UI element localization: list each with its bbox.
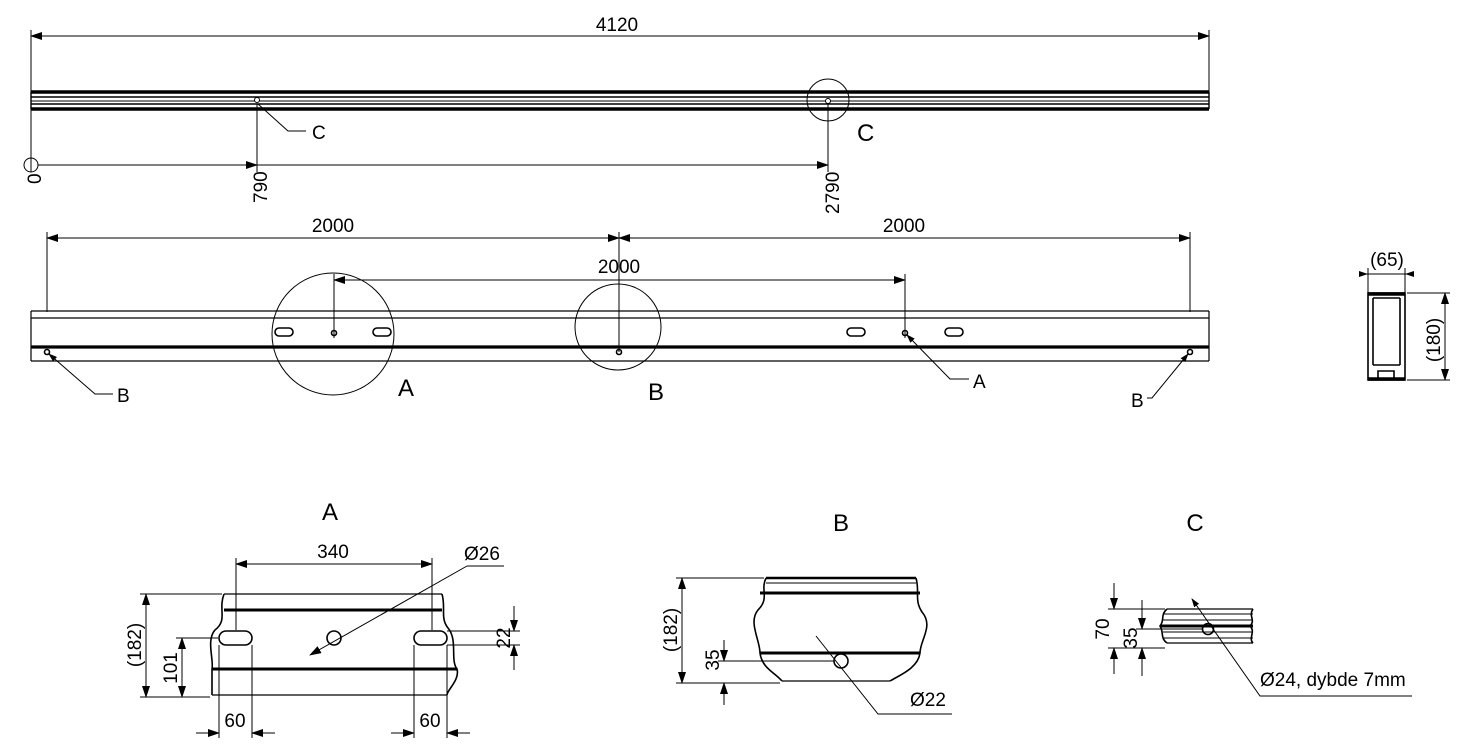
callout-label-a-right: A: [973, 372, 986, 393]
slot: [944, 327, 964, 337]
leader-line: [309, 565, 468, 656]
hole: [1186, 348, 1194, 356]
hole-marker: [254, 97, 260, 103]
detail-circle-label-b: B: [648, 379, 664, 406]
hole-height-label: 35: [1121, 627, 1142, 648]
hole-dia-label: Ø22: [910, 690, 946, 711]
slot-height-label: 22: [494, 627, 515, 648]
hole: [326, 630, 342, 646]
ordinate-label-2790: 2790: [823, 172, 844, 214]
leader-line: [1191, 598, 1412, 697]
slot-length-left-label: 60: [224, 711, 245, 732]
leader-line: [48, 353, 113, 395]
detail-circle-label-a: A: [398, 375, 414, 402]
hole: [330, 329, 338, 337]
hole-height-label: 101: [161, 652, 182, 684]
detail-a-profile: [209, 593, 459, 738]
section-profile: [1367, 292, 1406, 381]
callout-label-b-left: B: [117, 386, 130, 407]
detail-circle-a: [271, 272, 395, 396]
leader-line: [257, 103, 306, 132]
leader-line: [815, 635, 952, 715]
slot: [413, 630, 448, 646]
slot-spacing-label: 340: [317, 542, 349, 563]
front-view: 2000 2000 2000 A B: [30, 216, 1210, 412]
hole-dia-label: Ø26: [464, 544, 500, 565]
top-view: 4120 C C 0 790 2790: [23, 15, 1210, 214]
hole: [901, 329, 909, 337]
slot: [274, 327, 294, 337]
leader-line: [906, 334, 969, 380]
height-label: 70: [1093, 618, 1114, 639]
detail-a: A 340 Ø26 (182): [125, 499, 520, 738]
detail-c: C Ø24, dybde 7mm 70 35: [1093, 510, 1412, 697]
ordinate-origin-label: 0: [25, 173, 46, 184]
span-label-right: 2000: [883, 216, 925, 237]
hole-marker: [825, 98, 831, 104]
front-beam: [30, 310, 1210, 362]
detail-b-title: B: [833, 510, 849, 537]
section-height-label: (180): [1424, 318, 1445, 362]
detail-circle-b: [574, 283, 662, 371]
callout-label-c: C: [312, 123, 326, 144]
hole: [43, 348, 51, 356]
slot: [846, 327, 866, 337]
span-label-left: 2000: [312, 216, 354, 237]
detail-c-title: C: [1186, 510, 1203, 537]
hole-height-label: 35: [703, 649, 724, 670]
top-beam: [30, 90, 1210, 111]
slot: [218, 630, 253, 646]
detail-a-title: A: [322, 499, 338, 526]
cross-section: (65) (180): [1359, 250, 1450, 381]
section-width-label: (65): [1370, 250, 1404, 271]
detail-b-profile: [753, 576, 928, 682]
detail-c-profile: [1159, 608, 1254, 644]
slot: [372, 327, 392, 337]
hole-note-label: Ø24, dybde 7mm: [1260, 670, 1406, 691]
leader-line: [1147, 353, 1189, 399]
slot-length-right-label: 60: [419, 711, 440, 732]
detail-circle-label-c: C: [857, 120, 874, 147]
detail-b: B Ø22 (182) 35: [661, 510, 952, 715]
ordinate-label-790: 790: [251, 171, 272, 203]
hole: [615, 348, 623, 356]
height-label: (182): [661, 608, 682, 652]
overall-length-label: 4120: [596, 15, 638, 36]
callout-label-b-right: B: [1131, 391, 1144, 412]
height-label: (182): [125, 623, 146, 667]
